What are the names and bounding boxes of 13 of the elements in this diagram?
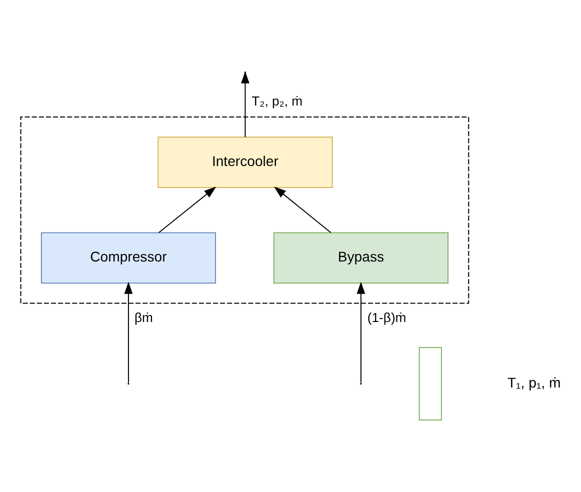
arrow (274, 186, 332, 233)
edge-label: βṁ (134, 310, 153, 325)
edge-label: T₂, p₂, ṁ (252, 93, 303, 108)
arrow (158, 186, 216, 233)
node-box (418, 347, 442, 420)
label: T₁, p₁, ṁ (507, 374, 561, 390)
cluster (20, 116, 470, 304)
edge-label: (1-β)ṁ (367, 310, 406, 325)
node-box: Intercooler (158, 136, 333, 188)
arrow (124, 282, 133, 383)
arrow (356, 282, 366, 383)
node-box: Bypass (273, 232, 449, 284)
node-box: Compressor (40, 232, 216, 284)
